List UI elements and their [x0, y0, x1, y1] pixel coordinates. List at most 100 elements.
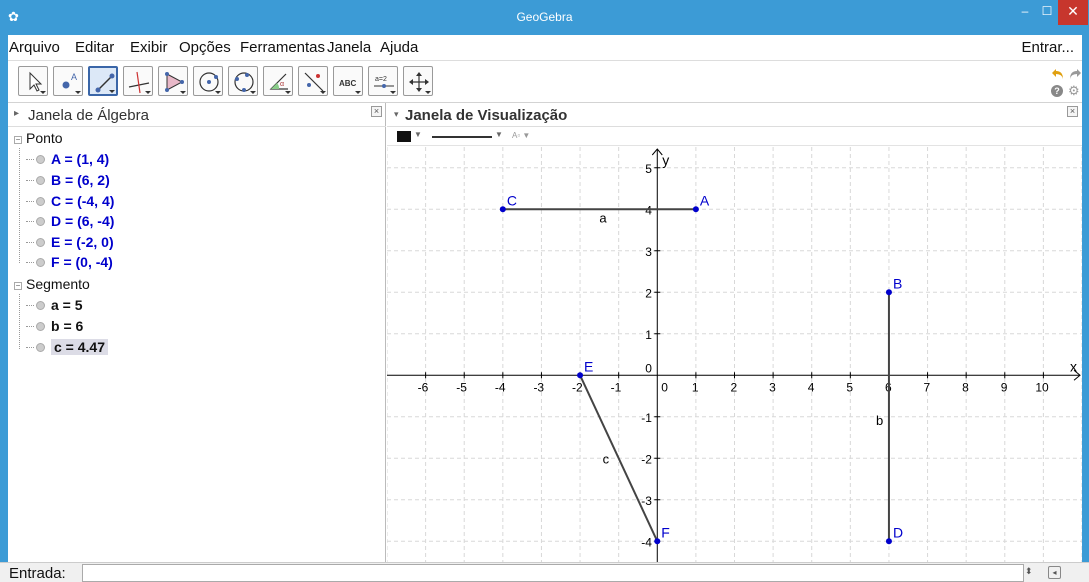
close-button[interactable]: ✕ — [1058, 0, 1088, 25]
x-tick-label: -2 — [572, 380, 583, 394]
y-axis-label: y — [662, 152, 669, 168]
visibility-toggle-icon[interactable] — [36, 301, 45, 310]
x-tick-label: -4 — [495, 380, 506, 394]
algebra-view-header: ▸ Janela de Álgebra × — [8, 103, 386, 127]
graphics-canvas[interactable]: xy-6-5-4-3-2-10123456789100-4-3-2-112345… — [387, 147, 1082, 562]
y-tick-label: 2 — [645, 286, 652, 300]
point-c — [499, 206, 506, 213]
color-picker-button[interactable] — [397, 131, 411, 142]
minimize-button[interactable]: – — [1021, 4, 1029, 18]
x-axis-label: x — [1070, 358, 1077, 374]
algebra-entry-segment-b[interactable]: b = 6 — [26, 318, 83, 338]
chevron-down-icon[interactable]: ▼ — [414, 130, 422, 139]
visibility-toggle-icon[interactable] — [36, 176, 45, 185]
redo-icon[interactable] — [1068, 68, 1082, 80]
collapse-arrow-icon[interactable]: ▸ — [14, 108, 20, 119]
circle-icon — [199, 72, 219, 92]
y-tick-label: 3 — [645, 245, 652, 259]
text-tool-button[interactable]: ABC — [333, 66, 363, 96]
algebra-entry-point-f[interactable]: F = (0, -4) — [26, 254, 113, 274]
point-label-f: F — [661, 524, 670, 540]
visibility-toggle-icon[interactable] — [36, 343, 45, 352]
chevron-down-icon[interactable]: ▼ — [495, 130, 503, 139]
move-arrows-icon — [409, 72, 429, 92]
algebra-entry-point-d[interactable]: D = (6, -4) — [26, 213, 114, 233]
collapse-toggle-icon[interactable]: − — [14, 281, 22, 290]
svg-text:a=2: a=2 — [375, 76, 387, 83]
label-style-button[interactable]: A▫ ▼ — [512, 131, 531, 140]
algebra-entry-segment-a[interactable]: a = 5 — [26, 297, 83, 317]
visibility-toggle-icon[interactable] — [36, 197, 45, 206]
menu-janela[interactable]: Janela — [327, 39, 372, 56]
visibility-toggle-icon[interactable] — [36, 322, 45, 331]
algebra-entry-segment-c[interactable]: c = 4.47 — [26, 339, 108, 359]
circle-tool-button[interactable] — [193, 66, 223, 96]
line-style-button[interactable] — [432, 136, 492, 138]
input-help-button[interactable]: ◂ — [1048, 566, 1061, 579]
polygon-tool-button[interactable] — [158, 66, 188, 96]
category-label: Segmento — [26, 276, 90, 292]
close-graphics-view-button[interactable]: × — [1067, 106, 1078, 117]
menu-ajuda[interactable]: Ajuda — [380, 39, 419, 56]
cursor-arrow-icon — [29, 71, 43, 92]
x-tick-label: -1 — [611, 380, 622, 394]
login-link[interactable]: Entrar... — [1021, 39, 1074, 56]
graphics-view-title: Janela de Visualização — [405, 107, 568, 124]
visibility-toggle-icon[interactable] — [36, 238, 45, 247]
y-tick-label: -2 — [641, 452, 652, 466]
move-graphics-tool-button[interactable] — [403, 66, 433, 96]
graphics-view-header: ▾ Janela de Visualização × — [387, 103, 1082, 127]
algebra-entry-point-c[interactable]: C = (-4, 4) — [26, 193, 114, 213]
algebra-entry-point-e[interactable]: E = (-2, 0) — [26, 234, 114, 254]
category-ponto[interactable]: −Ponto — [14, 130, 63, 146]
visibility-toggle-icon[interactable] — [36, 217, 45, 226]
menu-opcoes[interactable]: Opções — [179, 39, 231, 56]
point-label-b: B — [893, 275, 902, 291]
slider-tool-button[interactable]: a=2 — [368, 66, 398, 96]
menu-ferramentas[interactable]: Ferramentas — [240, 39, 326, 56]
algebra-entry-point-b[interactable]: B = (6, 2) — [26, 172, 110, 192]
point-e — [577, 372, 584, 379]
move-tool-button[interactable] — [18, 66, 48, 96]
origin-label: 0 — [645, 361, 652, 375]
segment-tool-button[interactable] — [88, 66, 118, 96]
algebra-entry-point-a[interactable]: A = (1, 4) — [26, 151, 109, 171]
angle-tool-button[interactable]: α — [263, 66, 293, 96]
y-tick-label: -3 — [641, 494, 652, 508]
point-label-d: D — [893, 524, 903, 540]
collapse-toggle-icon[interactable]: − — [14, 135, 22, 144]
x-tick-label: 5 — [846, 380, 853, 394]
undo-icon[interactable] — [1051, 68, 1065, 80]
segment-c — [579, 374, 659, 542]
window-title: GeoGebra — [516, 10, 573, 24]
circle-three-points-icon — [234, 72, 254, 92]
segment-icon — [95, 73, 115, 93]
close-algebra-view-button[interactable]: × — [371, 106, 382, 117]
text-icon: ABC — [339, 79, 357, 88]
point-label-a: A — [700, 192, 710, 208]
x-tick-label: 1 — [692, 380, 699, 394]
y-tick-label: 5 — [645, 162, 652, 176]
menu-arquivo[interactable]: Arquivo — [9, 39, 60, 56]
visibility-toggle-icon[interactable] — [36, 155, 45, 164]
collapse-arrow-icon[interactable]: ▾ — [394, 109, 399, 119]
perpendicular-line-tool-button[interactable] — [123, 66, 153, 96]
x-tick-label: 0 — [661, 380, 668, 394]
input-stepper-icon[interactable]: ⬍ — [1025, 566, 1033, 576]
category-segmento[interactable]: −Segmento — [14, 276, 90, 292]
reflect-tool-button[interactable] — [298, 66, 328, 96]
visibility-toggle-icon[interactable] — [36, 258, 45, 267]
menu-exibir[interactable]: Exibir — [130, 39, 168, 56]
menu-editar[interactable]: Editar — [75, 39, 115, 56]
algebra-view: ▸ Janela de Álgebra × −Ponto A = (1, 4) … — [8, 103, 386, 562]
svg-text:A: A — [71, 72, 77, 82]
x-tick-label: 2 — [731, 380, 738, 394]
ellipse-tool-button[interactable] — [228, 66, 258, 96]
svg-text:α: α — [280, 81, 284, 88]
gear-icon[interactable]: ⚙ — [1068, 83, 1080, 98]
help-icon[interactable]: ? — [1051, 85, 1063, 97]
input-field[interactable] — [82, 564, 1024, 582]
maximize-button[interactable]: ☐ — [1041, 4, 1053, 18]
point-tool-button[interactable]: A — [53, 66, 83, 96]
